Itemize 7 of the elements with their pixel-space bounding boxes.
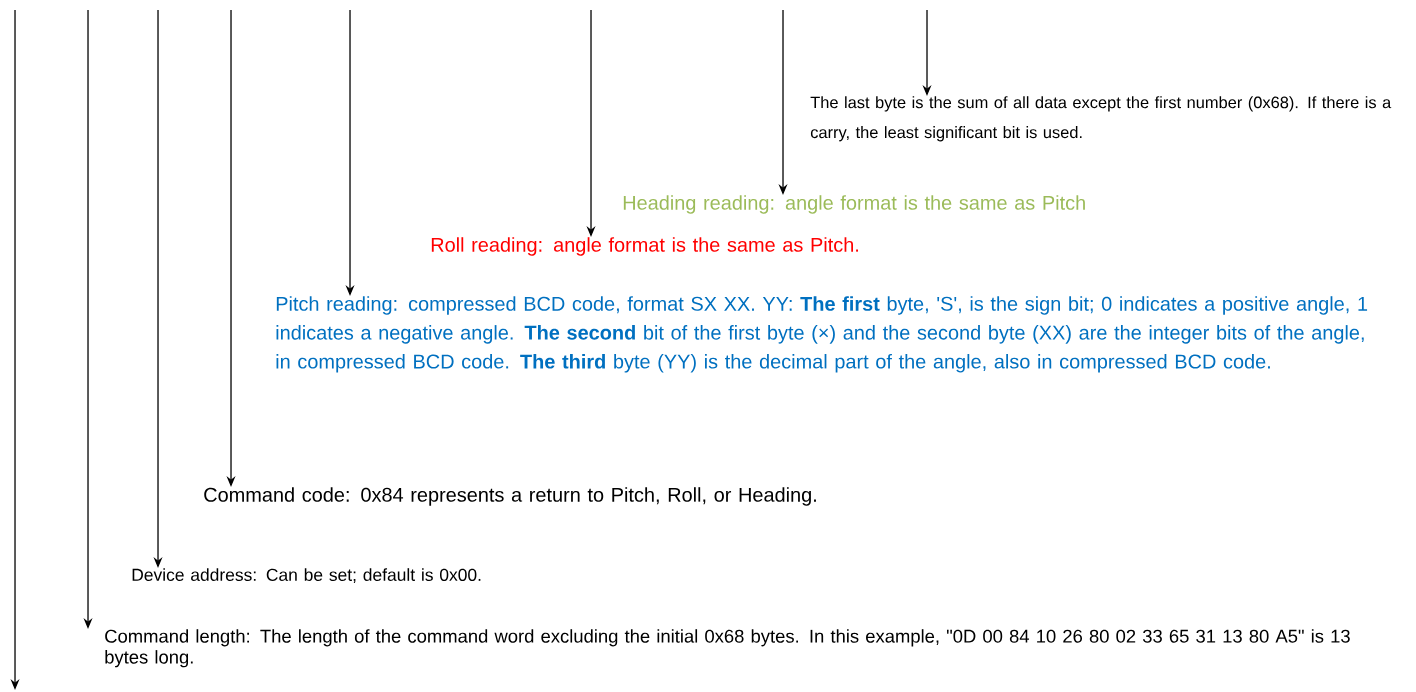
annotation-text: Device address: Can be set; default is 0x00. [132,568,481,584]
annotation-text: Command code: 0x84 represents a return to Pitch, Roll, or Heading. [204,487,816,506]
annotation-text: Roll reading: angle format is the same as Pitch. [431,237,858,256]
annotation-text: Command length: The length of the command word excluding the initial 0x68 bytes. In this example, "0D 00 84 10 26 80 02 33 65 31 13 80 A5" is 13 bytes long. [105,629,1350,668]
annotation-text: The last byte is the sum of all data except the first number (0x68). If there is a carry, the least significant bit is used. [810,96,1392,142]
annotation-text: Heading reading: angle format is the same as Pitch [623,195,1085,214]
annotation-text: Pitch reading: compressed BCD code, format SX XX. YY: The first byte, 'S', is the sign bit; 0 indicates a positive angle, 1 indicates a negative angle. The second bit of the first byte (×) and the second byte (XX) are the integer bits of the angle, in compressed BCD code. The third byte (YY) is the decimal part of the angle, also in compressed BCD code. [276,296,1368,373]
